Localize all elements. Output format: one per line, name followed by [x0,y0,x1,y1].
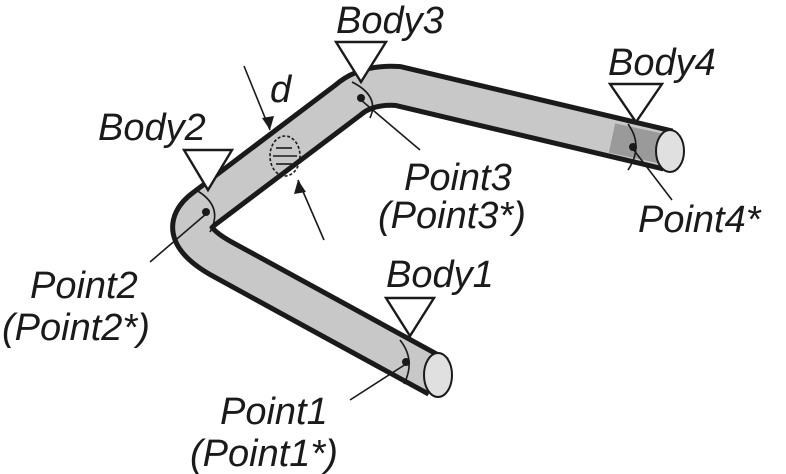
point3-marker [357,94,365,102]
point2-leader [149,213,207,263]
point3-leader [360,99,421,151]
point3-label: Point3 [404,157,512,199]
body3-triangle [333,40,389,85]
point4-marker [629,143,637,151]
point2-star-label: (Point2*) [2,307,150,349]
point3-interface [351,81,374,119]
body1-label: Body1 [386,254,494,296]
point2-marker [202,208,210,216]
body4-label: Body4 [608,42,716,84]
point1-marker [402,358,410,366]
tube-end-cap-4 [655,129,685,173]
body3-label: Body3 [336,0,444,42]
point1-star-label: (Point1*) [190,433,338,474]
body1-triangle [383,296,437,339]
point2-interface [195,189,216,233]
point1-leader [349,363,407,401]
point1-interface [399,339,410,385]
point4-star-label: Point4* [638,199,762,241]
point2-label: Point2 [30,265,138,307]
point1-label: Point1 [220,391,328,433]
point4-interface [627,123,637,171]
tube-body [175,68,672,392]
tube [170,63,685,398]
diameter-section [243,65,325,241]
point4-leader [632,148,673,201]
diameter-label: d [270,69,293,111]
body2-label: Body2 [98,107,206,149]
body2-triangle [181,148,235,193]
tube-end-cap-1 [423,352,453,398]
body4-triangle [607,82,665,125]
point3-star-label: (Point3*) [378,195,526,237]
